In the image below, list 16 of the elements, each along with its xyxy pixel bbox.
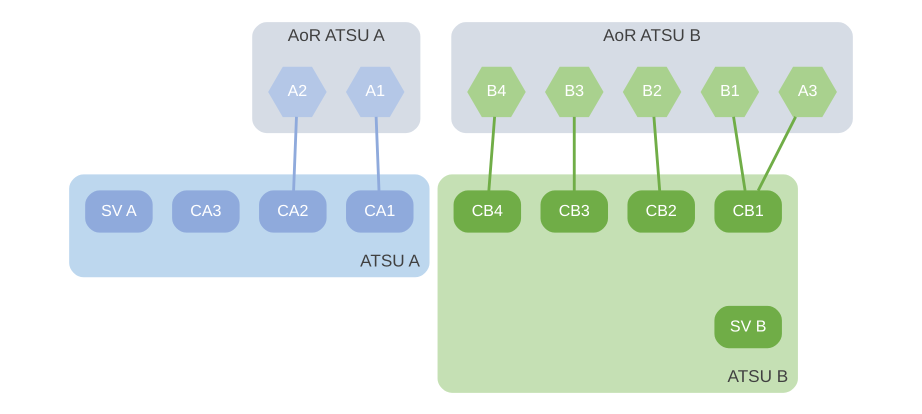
node-box: CA2 — [259, 190, 327, 232]
node-box: CB1 — [714, 190, 782, 232]
node-box: SV B — [714, 305, 782, 348]
connector — [732, 116, 746, 190]
node-box: CB4 — [454, 190, 522, 232]
connector — [572, 116, 576, 190]
node-box: SV A — [85, 190, 153, 232]
connector — [374, 116, 380, 190]
node-box: CB2 — [627, 190, 695, 232]
node-box: CA3 — [172, 190, 240, 232]
node-box: CB3 — [540, 190, 608, 232]
connector — [756, 116, 797, 191]
connector — [487, 116, 496, 190]
connector — [292, 116, 298, 190]
node-box: CA1 — [346, 190, 414, 232]
connector — [652, 116, 662, 190]
